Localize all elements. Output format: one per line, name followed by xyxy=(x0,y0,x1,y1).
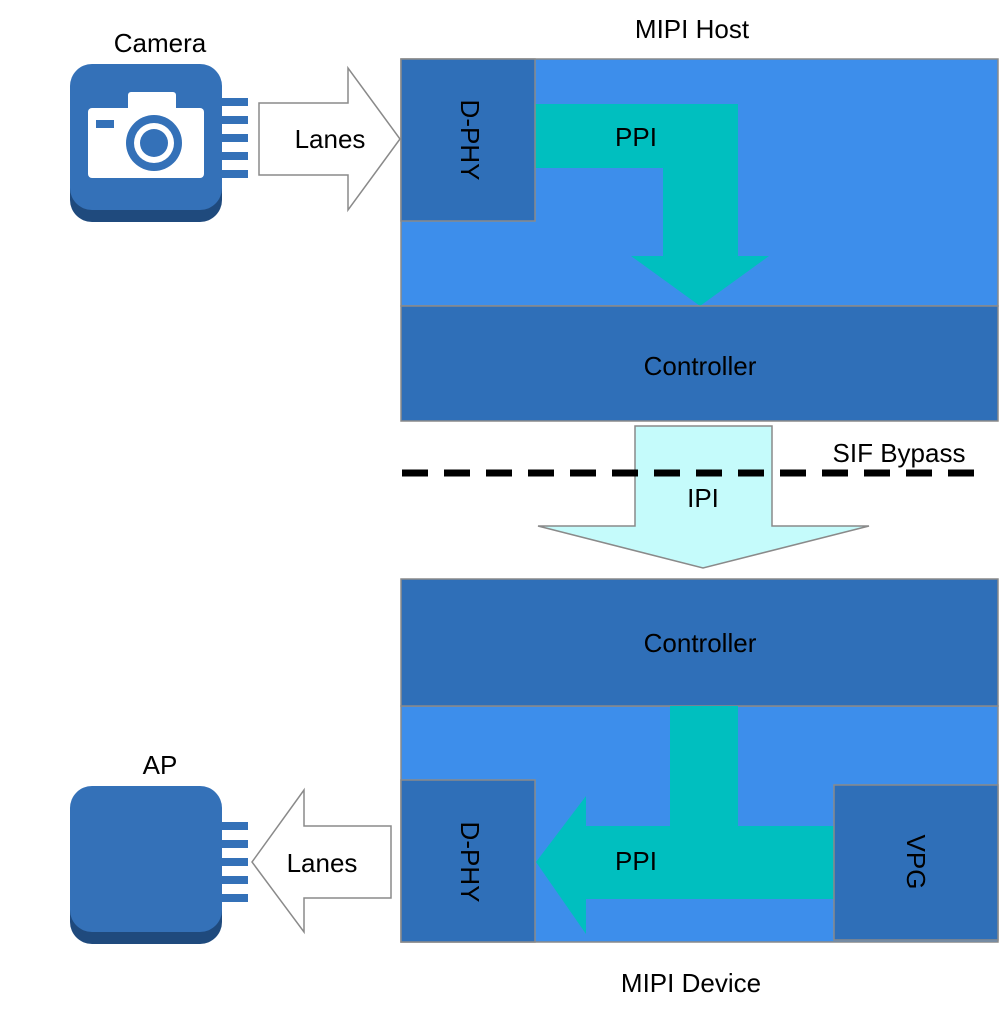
ppi-arrow-bottom: PPI xyxy=(536,706,834,934)
camera-chip-icon xyxy=(70,64,248,222)
camera-chip: Camera xyxy=(70,28,248,222)
controller-top-label: Controller xyxy=(644,351,757,381)
ipi-label: IPI xyxy=(687,483,719,513)
lanes-top-label: Lanes xyxy=(295,124,366,154)
dphy-top-block: D-PHY xyxy=(400,58,536,222)
controller-top-block: Controller xyxy=(400,305,999,422)
ppi-bottom-label: PPI xyxy=(615,846,657,876)
vpg-block: VPG xyxy=(833,784,999,941)
ipi-arrow: IPI xyxy=(537,425,870,569)
mipi-host-block: PPI D-PHY Controller xyxy=(400,58,999,422)
ap-chip: AP xyxy=(70,750,248,944)
sif-bypass-label: SIF Bypass xyxy=(833,438,966,468)
mipi-device-block: Controller PPI D-PHY VPG xyxy=(400,578,999,943)
lanes-arrow-bottom: Lanes xyxy=(251,787,392,935)
vpg-label: VPG xyxy=(901,835,931,890)
ppi-arrow-top: PPI xyxy=(535,104,769,306)
dphy-bottom-label: D-PHY xyxy=(455,822,485,903)
dphy-top-label: D-PHY xyxy=(455,100,485,181)
dphy-bottom-block: D-PHY xyxy=(400,779,536,943)
lanes-arrow-top: Lanes xyxy=(258,65,401,213)
mipi-device-title: MIPI Device xyxy=(621,968,761,998)
ppi-top-label: PPI xyxy=(615,122,657,152)
controller-bottom-block: Controller xyxy=(400,578,999,707)
controller-bottom-label: Controller xyxy=(644,628,757,658)
ap-chip-icon xyxy=(70,786,248,944)
mipi-host-title: MIPI Host xyxy=(635,14,750,44)
ap-label: AP xyxy=(143,750,178,780)
lanes-bottom-label: Lanes xyxy=(287,848,358,878)
camera-label: Camera xyxy=(114,28,207,58)
